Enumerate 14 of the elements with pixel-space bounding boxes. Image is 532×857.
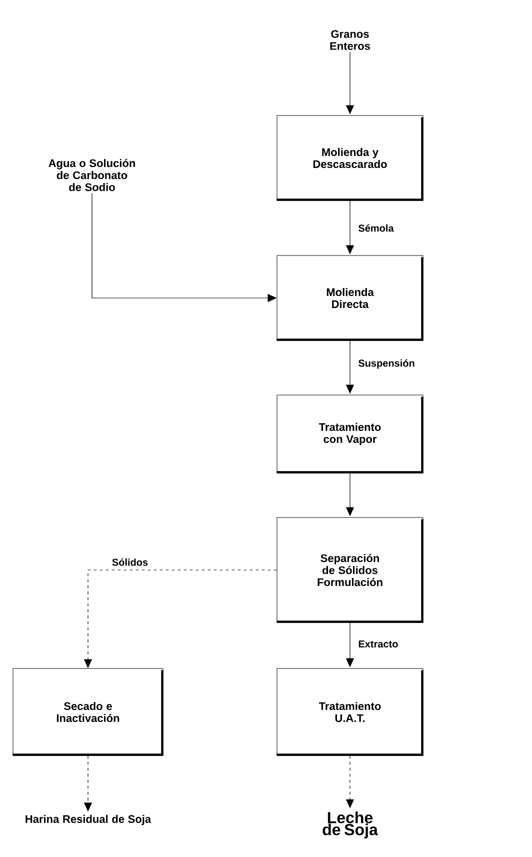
edge-label: Sólidos bbox=[112, 558, 148, 566]
flow-text: Agua o Solución de Carbonato de Sodio bbox=[48, 158, 135, 192]
process-box: Secado e Inactivación bbox=[12, 668, 164, 756]
edge-label: Suspensión bbox=[358, 359, 414, 369]
edge-label: Sémola bbox=[358, 224, 394, 232]
process-box: Tratamiento con Vapor bbox=[276, 394, 424, 474]
process-box: Molienda Directa bbox=[276, 255, 424, 341]
process-box: Molienda y Descascarado bbox=[276, 115, 424, 201]
process-box: Tratamiento U.A.T. bbox=[276, 668, 424, 756]
flow-text: Leche de Soja bbox=[322, 812, 378, 838]
edge-label: Extracto bbox=[358, 640, 398, 648]
flow-text: Granos Enteros bbox=[330, 30, 370, 50]
process-box: Separación de Sólidos Formulación bbox=[276, 517, 424, 623]
flow-text: Harina Residual de Soja bbox=[26, 814, 152, 826]
